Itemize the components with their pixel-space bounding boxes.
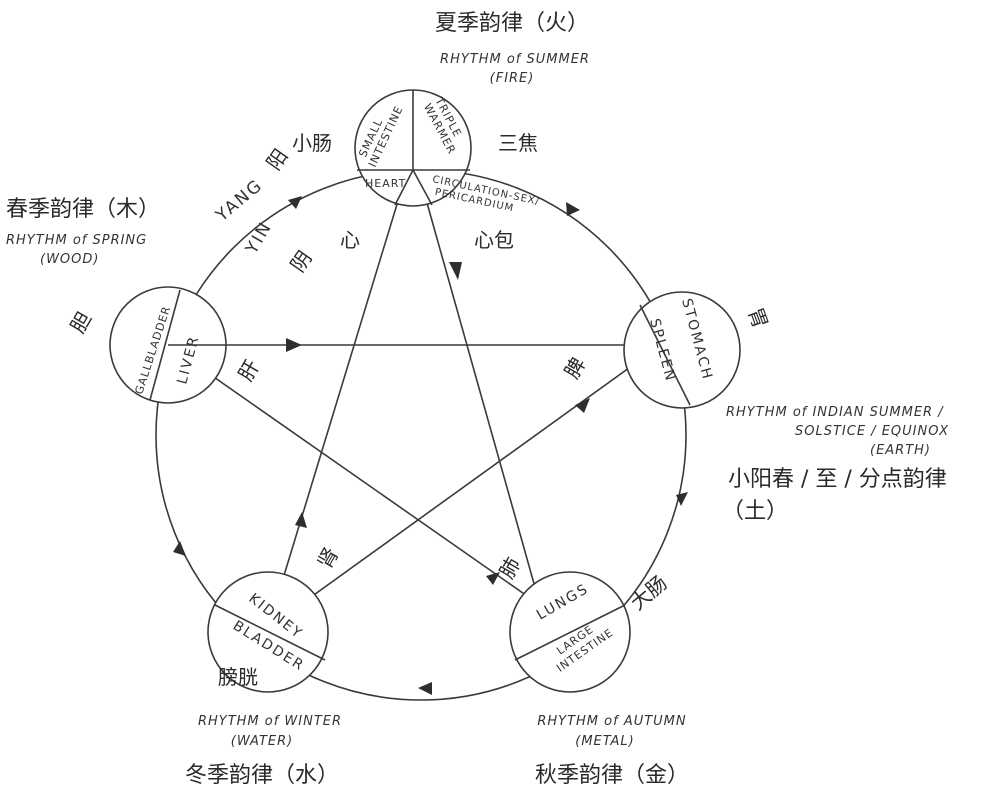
line-lungs-liver <box>167 344 541 606</box>
arrow-spleen-to-kidney <box>575 398 590 413</box>
arrow-lungs-to-liver <box>486 572 500 585</box>
pericardium-zh: 心包 <box>474 228 514 252</box>
bladder-zh: 膀胱 <box>218 665 258 689</box>
control-cycle-star <box>167 177 641 629</box>
arrow-heart-to-lungs <box>449 262 462 280</box>
metal-title-zh: 秋季韵律（金） <box>535 763 689 788</box>
arrow-wood-to-fire <box>288 196 302 209</box>
yin-label: YIN <box>242 218 277 258</box>
gallbladder-zh: 胆 <box>65 308 96 337</box>
kidney-zh: 肾 <box>313 543 344 572</box>
fire-title-zh: 夏季韵律（火） <box>435 11 589 36</box>
metal-element-en: (METAL) <box>575 734 634 749</box>
line-heart-lungs <box>419 177 541 606</box>
earth-organ-circle <box>623 291 741 409</box>
arrow-liver-to-spleen <box>286 338 302 352</box>
cycle-arrows <box>173 196 688 695</box>
water-element-en: (WATER) <box>231 734 294 749</box>
heart-zh: 心 <box>340 228 360 252</box>
arrow-kidney-to-heart <box>295 512 307 528</box>
water-title-en: RHYTHM of WINTER <box>198 714 342 729</box>
stomach-zh: 胃 <box>743 304 772 331</box>
arrow-fire-to-earth <box>566 202 580 216</box>
wood-title-en: RHYTHM of SPRING <box>6 233 147 248</box>
liver-zh: 肝 <box>233 356 264 385</box>
small-intestine-zh: 小肠 <box>292 131 332 155</box>
yang-zh: 阳 <box>262 144 293 174</box>
yin-zh: 阴 <box>286 246 317 276</box>
wood-element-en: (WOOD) <box>40 252 99 267</box>
large-intestine-zh: 大肠 <box>626 571 672 615</box>
arrow-earth-to-metal <box>676 492 688 506</box>
fire-element-en: (FIRE) <box>490 71 535 86</box>
arrow-metal-to-water <box>418 682 432 695</box>
line-kidney-heart <box>267 177 406 629</box>
water-title-zh: 冬季韵律（水） <box>185 763 339 788</box>
heart-label: HEART <box>365 177 406 190</box>
lungs-zh: 肺 <box>495 553 526 582</box>
earth-element-en: (EARTH) <box>870 443 931 458</box>
organ-dividers <box>149 90 691 661</box>
arrow-water-to-wood <box>173 541 186 556</box>
fire-title-en: RHYTHM of SUMMER <box>440 52 590 67</box>
earth-title-zh: 小阳春 / 至 / 分点韵律 <box>728 467 947 492</box>
metal-title-en: RHYTHM of AUTUMN <box>537 714 686 729</box>
wood-title-zh: 春季韵律（木） <box>6 197 160 222</box>
earth-element-zh: （土） <box>722 499 788 524</box>
spleen-zh: 脾 <box>560 353 591 382</box>
earth-title-en: RHYTHM of INDIAN SUMMER / <box>726 405 944 420</box>
earth-title-en-2: SOLSTICE / EQUINOX <box>795 424 949 439</box>
triple-warmer-zh: 三焦 <box>498 131 538 155</box>
